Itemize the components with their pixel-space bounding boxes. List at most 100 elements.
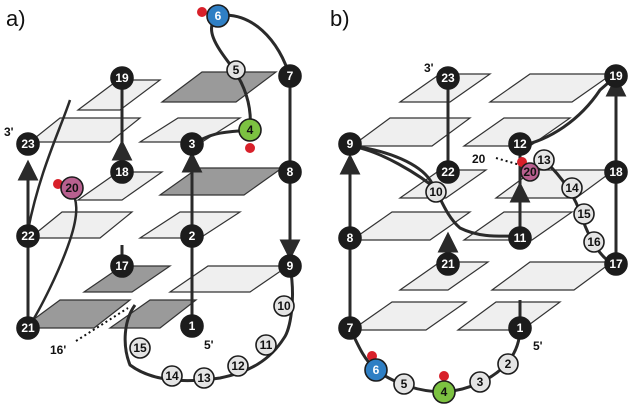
nucleotide-node-6: 6 (197, 4, 230, 28)
nucleotide-node-11: 11 (508, 226, 532, 250)
nucleotide-node-3: 3 (180, 132, 204, 156)
node-label: 3 (477, 375, 484, 389)
nucleotide-node-16: 16 (583, 231, 605, 253)
node-circle (573, 203, 595, 225)
node-label: 16 (587, 235, 601, 249)
plane (456, 301, 562, 331)
node-circle (60, 176, 84, 200)
nucleotide-node-10: 10 (273, 295, 295, 317)
nucleotide-node-9: 9 (338, 132, 362, 156)
node-label: 9 (287, 259, 294, 273)
strand (123, 265, 294, 383)
nucleotide-node-2: 2 (497, 353, 519, 375)
nucleotide-node-7: 7 (278, 64, 302, 88)
node-circle (604, 160, 628, 184)
nucleotide-node-7: 7 (338, 316, 362, 340)
nucleotide-node-4: 4 (432, 371, 456, 404)
annotation-20: 20 (472, 152, 486, 166)
plane (160, 71, 278, 103)
node-label: 23 (21, 137, 35, 151)
nucleotide-node-12: 12 (227, 355, 249, 377)
five-prime-label: 5' (204, 338, 214, 352)
node-circle (193, 367, 215, 389)
nucleotide-node-17: 17 (110, 254, 134, 278)
nucleotide-node-23: 23 (436, 66, 460, 90)
nucleotide-node-18: 18 (110, 160, 134, 184)
three-prime-label: 3' (4, 125, 14, 139)
node-label: 5 (401, 377, 408, 391)
five-prime-label: 5' (533, 339, 543, 353)
node-circle (425, 181, 447, 203)
nucleotide-node-8: 8 (338, 226, 362, 250)
node-label: 23 (441, 71, 455, 85)
nucleotide-node-9: 9 (278, 254, 302, 278)
node-label: 13 (197, 371, 211, 385)
nucleotide-node-21: 21 (16, 316, 40, 340)
panel-b-label: b) (330, 6, 350, 31)
nucleotide-node-2: 2 (180, 224, 204, 248)
nucleotide-node-15: 15 (573, 203, 595, 225)
node-circle (226, 60, 246, 80)
node-circle (129, 337, 151, 359)
node-label: 10 (277, 299, 291, 313)
node-circle (338, 226, 362, 250)
plane (82, 265, 172, 293)
node-circle (338, 316, 362, 340)
node-label: 5 (233, 63, 240, 77)
nucleotide-node-1: 1 (508, 316, 532, 340)
node-label: 12 (513, 137, 527, 151)
node-circle (604, 252, 628, 276)
node-circle (110, 66, 134, 90)
nucleotide-node-15: 15 (129, 337, 151, 359)
panel-a-planes (20, 71, 290, 329)
node-circle (227, 355, 249, 377)
nucleotide-node-8: 8 (278, 160, 302, 184)
node-label: 15 (577, 207, 591, 221)
nucleotide-node-12: 12 (508, 132, 532, 156)
plane (76, 79, 162, 111)
plane (28, 211, 134, 239)
node-circle (180, 314, 204, 338)
node-label: 3 (189, 137, 196, 151)
node-label: 17 (609, 257, 623, 271)
nucleotide-node-5: 5 (393, 373, 415, 395)
node-circle (110, 160, 134, 184)
node-label: 18 (609, 165, 623, 179)
node-label: 22 (21, 229, 35, 243)
strand (26, 99, 72, 231)
node-label: 1 (189, 319, 196, 333)
node-circle (432, 380, 456, 404)
nucleotide-node-19: 19 (604, 64, 628, 88)
panel-a-label: a) (6, 6, 26, 31)
node-label: 8 (347, 231, 354, 245)
three-prime-label: 3' (424, 61, 434, 75)
plane (350, 117, 472, 147)
node-circle (255, 334, 277, 356)
nucleotide-node-20: 20 (53, 176, 84, 200)
modification-dot (245, 143, 255, 153)
nucleotide-node-5: 5 (226, 60, 246, 80)
node-label: 6 (373, 363, 380, 377)
node-circle (278, 160, 302, 184)
node-circle (469, 371, 491, 393)
node-circle (561, 177, 583, 199)
nucleotide-node-22: 22 (16, 224, 40, 248)
annotation-line (75, 307, 129, 342)
nucleotide-node-1: 1 (180, 314, 204, 338)
nucleotide-node-18: 18 (604, 160, 628, 184)
node-circle (583, 231, 605, 253)
nucleotide-node-3: 3 (469, 371, 491, 393)
nucleotide-node-11: 11 (255, 334, 277, 356)
node-circle (16, 316, 40, 340)
node-circle (16, 132, 40, 156)
annotation-line (495, 157, 521, 166)
node-circle (436, 160, 460, 184)
node-label: 15 (133, 341, 147, 355)
node-circle (278, 254, 302, 278)
